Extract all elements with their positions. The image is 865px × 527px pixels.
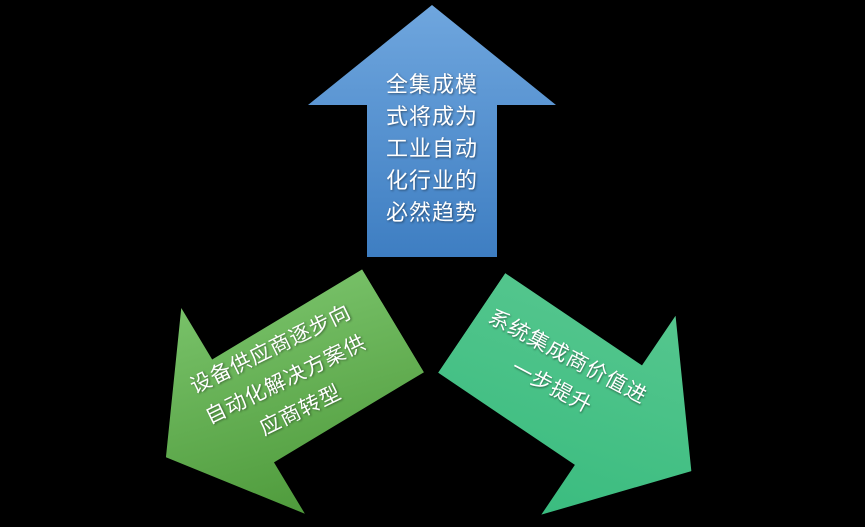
up-arrow: 全集成模 式将成为 工业自动 化行业的 必然趋势	[308, 5, 556, 257]
down-left-arrow-icon	[165, 269, 424, 514]
down-right-arrow-icon	[438, 273, 692, 515]
up-arrow-icon	[308, 5, 556, 257]
down-left-arrow-label: 设备供应商逐步向 自动化解决方案供 应商转型	[186, 300, 370, 441]
down-right-arrow: 系统集成商价值进 一步提升	[405, 223, 759, 527]
up-arrow-label: 全集成模 式将成为 工业自动 化行业的 必然趋势	[385, 72, 478, 225]
down-left-arrow: 设备供应商逐步向 自动化解决方案供 应商转型	[104, 218, 455, 527]
